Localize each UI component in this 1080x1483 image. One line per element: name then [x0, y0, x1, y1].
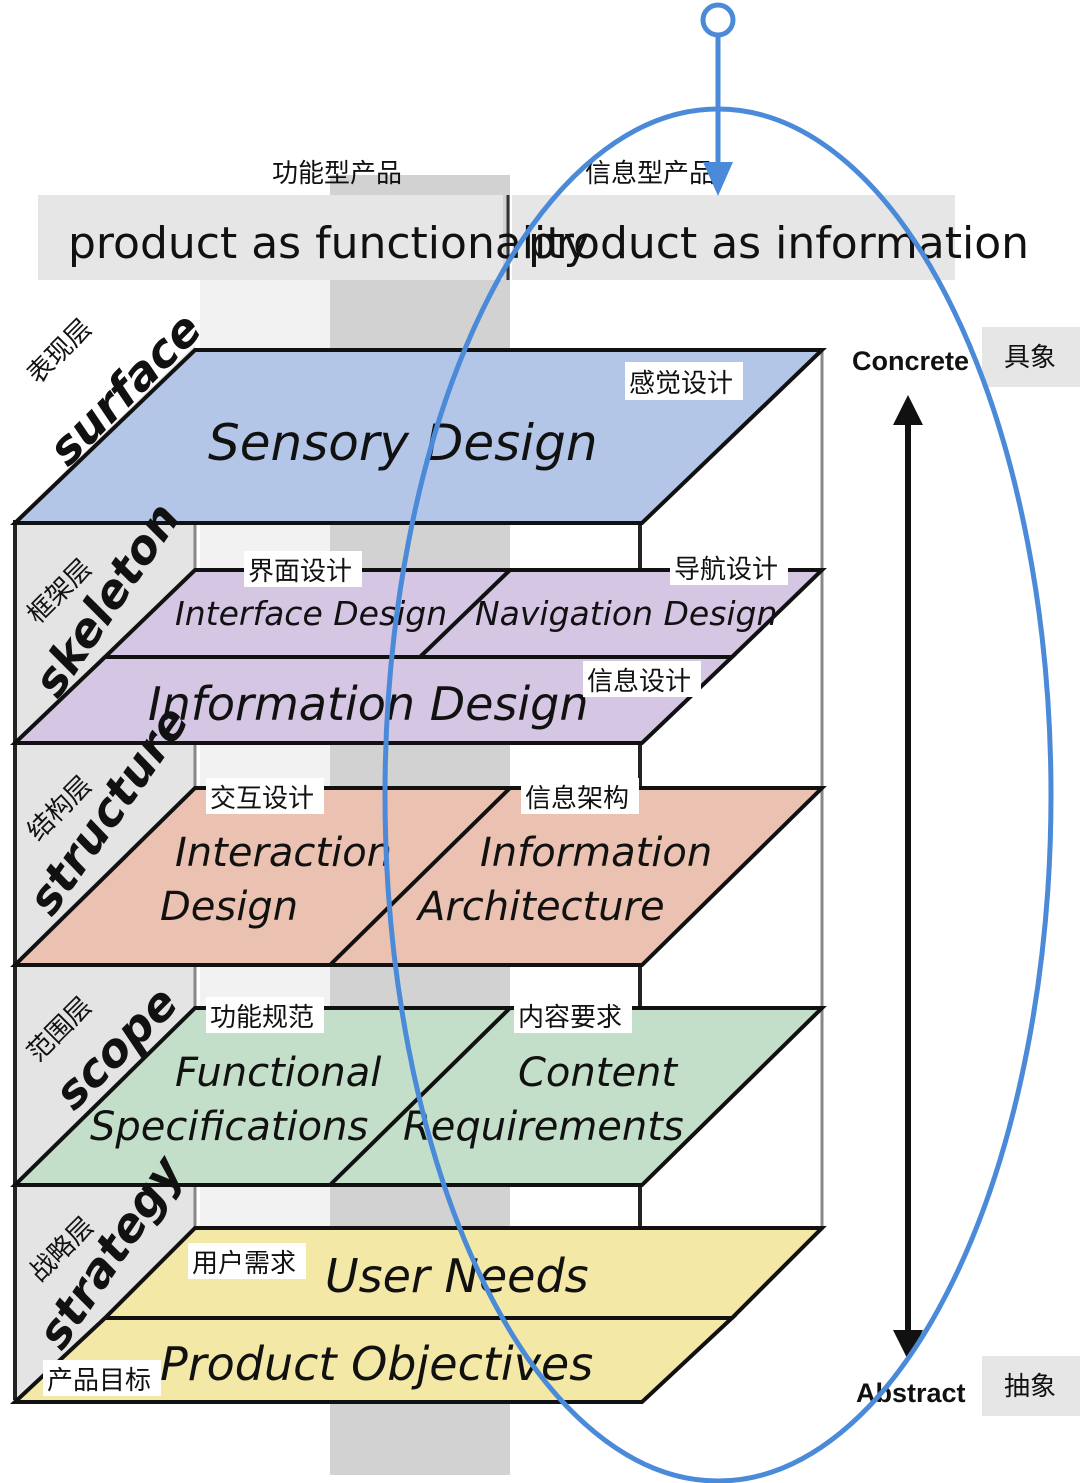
functionality-header-label: product as functionality: [68, 218, 590, 269]
navigation-design-label: Navigation Design: [475, 594, 777, 633]
sensory-design-label: Sensory Design: [208, 414, 598, 472]
axis-arrow-down-icon: [893, 1330, 923, 1360]
user-needs-label: User Needs: [325, 1249, 589, 1303]
interface-design-label: Interface Design: [175, 594, 447, 633]
interaction-label-line1: Interaction: [175, 830, 392, 876]
ia-label-line1: Information: [480, 830, 712, 876]
content-label-line2: Requirements: [403, 1104, 684, 1150]
product-objectives-zh-box: [43, 1360, 161, 1396]
product-objectives-label: Product Objectives: [160, 1337, 593, 1391]
functionality-header-box: [38, 195, 503, 280]
information-header-zh: 信息型产品: [585, 159, 715, 189]
abstract-zh: 抽象: [1004, 1372, 1056, 1402]
product-objectives-zh: 产品目标: [47, 1366, 151, 1396]
axis-arrow-up-icon: [893, 395, 923, 425]
information-header-box: [512, 195, 955, 280]
functionality-header-zh: 功能型产品: [272, 159, 402, 189]
information-header-label: product as information: [528, 218, 1029, 269]
plane-information-design: [10, 655, 737, 745]
abstract-zh-box: [982, 1356, 1080, 1416]
plane-surface: [10, 348, 827, 525]
content-zh-box: [514, 997, 632, 1033]
user-needs-zh-box: [188, 1243, 306, 1279]
pin-head-icon: [700, 2, 736, 38]
information-design-zh-box: [583, 661, 701, 697]
sensory-zh-box: [625, 362, 743, 400]
information-design-zh: 信息设计: [587, 667, 691, 697]
user-needs-zh: 用户需求: [192, 1249, 296, 1279]
functional-zh: 功能规范: [210, 1003, 314, 1033]
functional-label-line1: Functional: [175, 1050, 381, 1096]
content-zh: 内容要求: [518, 1003, 622, 1033]
interface-zh-box: [244, 551, 362, 587]
structure-divider: [328, 786, 512, 967]
concrete-zh-box: [982, 327, 1080, 387]
interaction-label-line2: Design: [160, 884, 298, 930]
functional-label-line2: Specifications: [90, 1104, 368, 1150]
information-design-label: Information Design: [148, 677, 589, 731]
navigation-zh-box: [670, 549, 788, 585]
ia-label-line2: Architecture: [415, 884, 665, 930]
content-label-line1: Content: [518, 1050, 678, 1096]
interaction-zh: 交互设计: [210, 784, 314, 814]
layer-surface-zh: 表现层: [22, 314, 98, 390]
concrete-label: Concrete: [852, 346, 969, 376]
functional-zh-box: [206, 997, 324, 1033]
interaction-zh-box: [206, 778, 324, 814]
skeleton-divider: [418, 568, 512, 659]
concrete-zh: 具象: [1004, 343, 1056, 373]
navigation-zh: 导航设计: [674, 555, 778, 585]
ia-zh-box: [521, 778, 639, 814]
sensory-zh: 感觉设计: [629, 369, 733, 399]
interface-zh: 界面设计: [248, 557, 352, 587]
pin-arrow-icon: [703, 162, 733, 196]
ia-zh: 信息架构: [525, 784, 629, 814]
